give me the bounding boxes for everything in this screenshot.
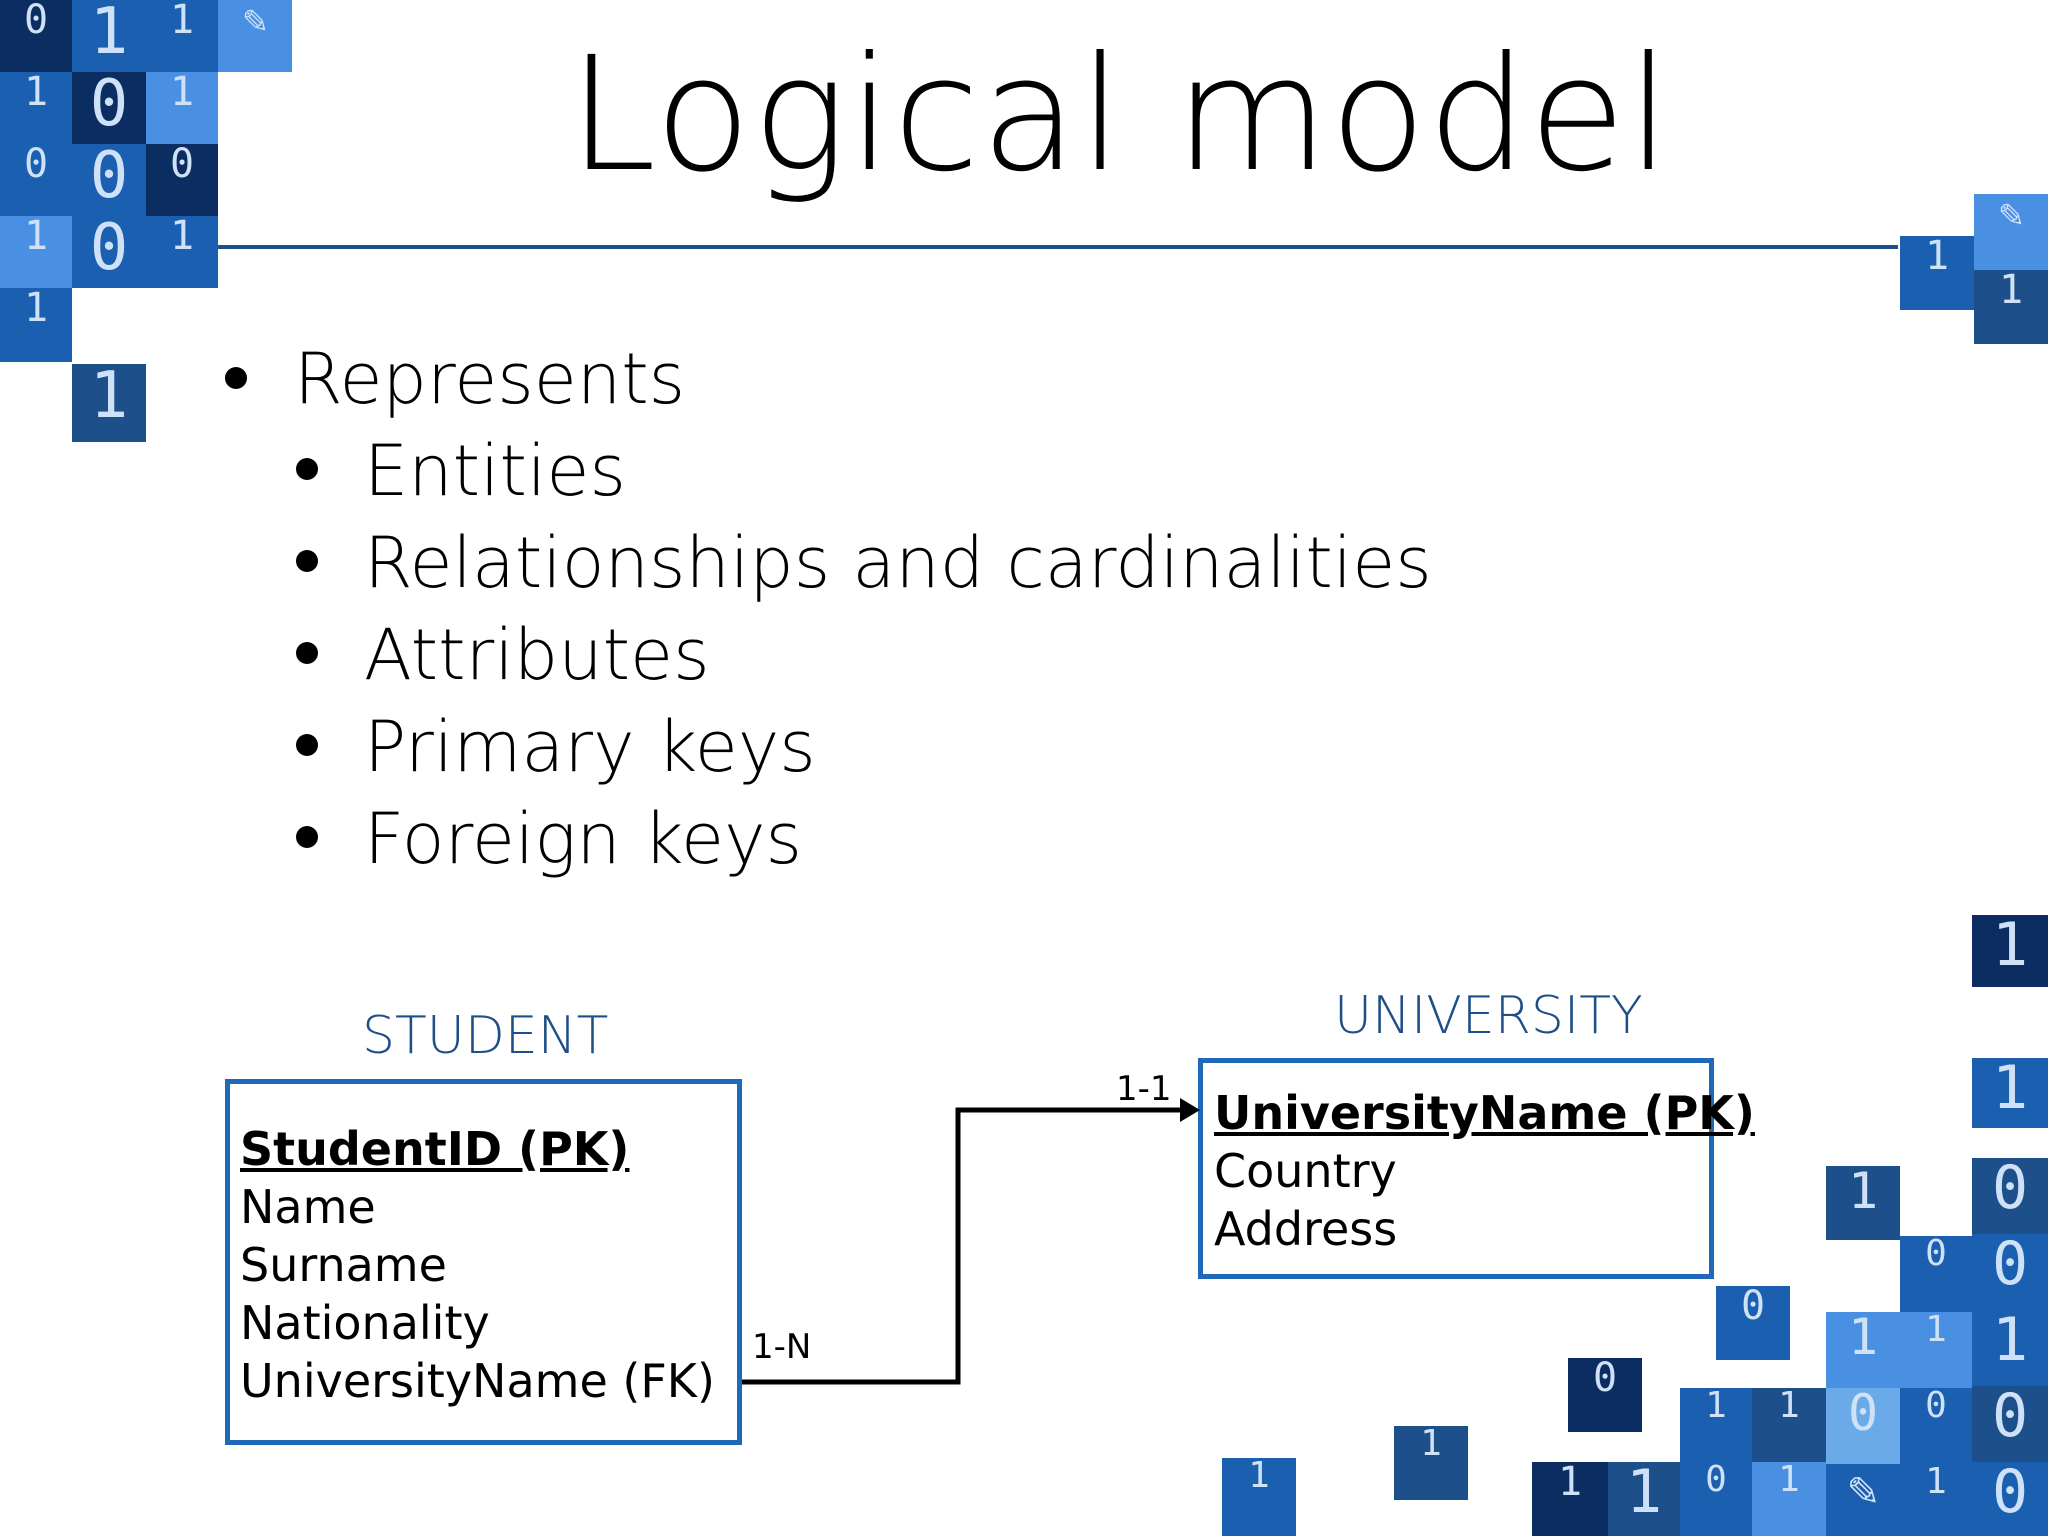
binary-tile-decoration: 0 [72, 72, 146, 144]
binary-tile-decoration: 0 [1568, 1358, 1642, 1432]
cardinality-university-side: 1-1 [1116, 1069, 1172, 1109]
binary-tile-decoration: 0 [0, 0, 72, 72]
bullet-entities: Entities [364, 430, 626, 512]
binary-tile-decoration: 0 [146, 144, 218, 216]
binary-tile-decoration: 1 [0, 72, 72, 144]
cardinality-student-side: 1-N [752, 1327, 812, 1367]
bullet-foreign-keys: Foreign keys [364, 798, 802, 880]
binary-tile-decoration: 0 [1826, 1388, 1900, 1464]
bullet-represents: Represents [294, 338, 686, 420]
binary-tile-decoration: 1 [1608, 1462, 1680, 1536]
binary-tile-decoration: 1 [1900, 1312, 1972, 1388]
binary-tile-decoration: 1 [1222, 1458, 1296, 1536]
binary-tile-decoration: 1 [1532, 1462, 1608, 1536]
binary-tile-decoration: 1 [146, 216, 218, 288]
binary-tile-decoration: 0 [1680, 1462, 1752, 1536]
binary-tile-decoration: ✎ [1826, 1464, 1900, 1536]
university-attribute: Country [1214, 1144, 1397, 1198]
binary-tile-decoration: 1 [1900, 1464, 1972, 1536]
bullet-primary-keys: Primary keys [364, 706, 816, 788]
binary-tile-decoration: 0 [1972, 1234, 2048, 1310]
binary-tile-decoration: 0 [72, 216, 146, 288]
binary-tile-decoration: 0 [1900, 1236, 1972, 1312]
binary-tile-decoration: 1 [1900, 236, 1974, 310]
student-attribute: Name [240, 1180, 376, 1234]
binary-tile-decoration: 1 [1972, 1310, 2048, 1386]
binary-tile-decoration: 0 [1972, 1386, 2048, 1462]
binary-tile-decoration: 1 [1752, 1388, 1826, 1462]
university-pk: UniversityName (PK) [1214, 1086, 1755, 1140]
bullet-dot [296, 826, 318, 848]
bullet-relationships: Relationships and cardinalities [364, 522, 1432, 604]
student-attribute: Nationality [240, 1296, 490, 1350]
binary-tile-decoration: 0 [0, 144, 72, 216]
binary-tile-decoration: 1 [146, 72, 218, 144]
university-entity-title: UNIVERSITY [1334, 986, 1643, 1046]
binary-tile-decoration: 1 [146, 0, 218, 72]
binary-tile-decoration: 1 [1972, 915, 2048, 987]
binary-tile-decoration: 0 [1972, 1158, 2048, 1234]
binary-tile-decoration: 0 [1716, 1286, 1790, 1360]
binary-tile-decoration: 1 [1680, 1388, 1752, 1462]
binary-tile-decoration: ✎ [1974, 194, 2048, 270]
binary-tile-decoration: 1 [1826, 1166, 1900, 1240]
page-title: Logical model [568, 23, 1672, 207]
binary-tile-decoration: 1 [1752, 1462, 1826, 1536]
binary-tile-decoration: 1 [72, 0, 146, 72]
binary-tile-decoration: 1 [0, 288, 72, 362]
binary-tile-decoration: 0 [72, 144, 146, 216]
student-fk: UniversityName (FK) [240, 1354, 715, 1408]
bullet-dot [296, 550, 318, 572]
student-entity-title: STUDENT [362, 1006, 609, 1066]
binary-tile-decoration: 1 [1972, 1058, 2048, 1128]
student-attribute: Surname [240, 1238, 447, 1292]
binary-tile-decoration: 1 [1826, 1312, 1900, 1388]
bullet-dot [296, 642, 318, 664]
binary-tile-decoration: 0 [1900, 1388, 1972, 1464]
bullet-dot [296, 734, 318, 756]
binary-tile-decoration: 1 [1974, 270, 2048, 344]
binary-tile-decoration: 1 [1394, 1426, 1468, 1500]
title-divider [218, 245, 1898, 249]
bullet-dot [296, 458, 318, 480]
student-pk: StudentID (PK) [240, 1122, 630, 1176]
university-attribute: Address [1214, 1202, 1398, 1256]
bullet-attributes: Attributes [364, 614, 710, 696]
university-entity-box [1198, 1058, 1714, 1279]
binary-tile-decoration: ✎ [218, 0, 292, 72]
relationship-arrowhead [1180, 1098, 1200, 1122]
bullet-dot [225, 367, 247, 389]
student-entity-box [225, 1079, 742, 1445]
binary-tile-decoration: 1 [0, 216, 72, 288]
binary-tile-decoration: 1 [72, 364, 146, 442]
binary-tile-decoration: 0 [1972, 1462, 2048, 1536]
